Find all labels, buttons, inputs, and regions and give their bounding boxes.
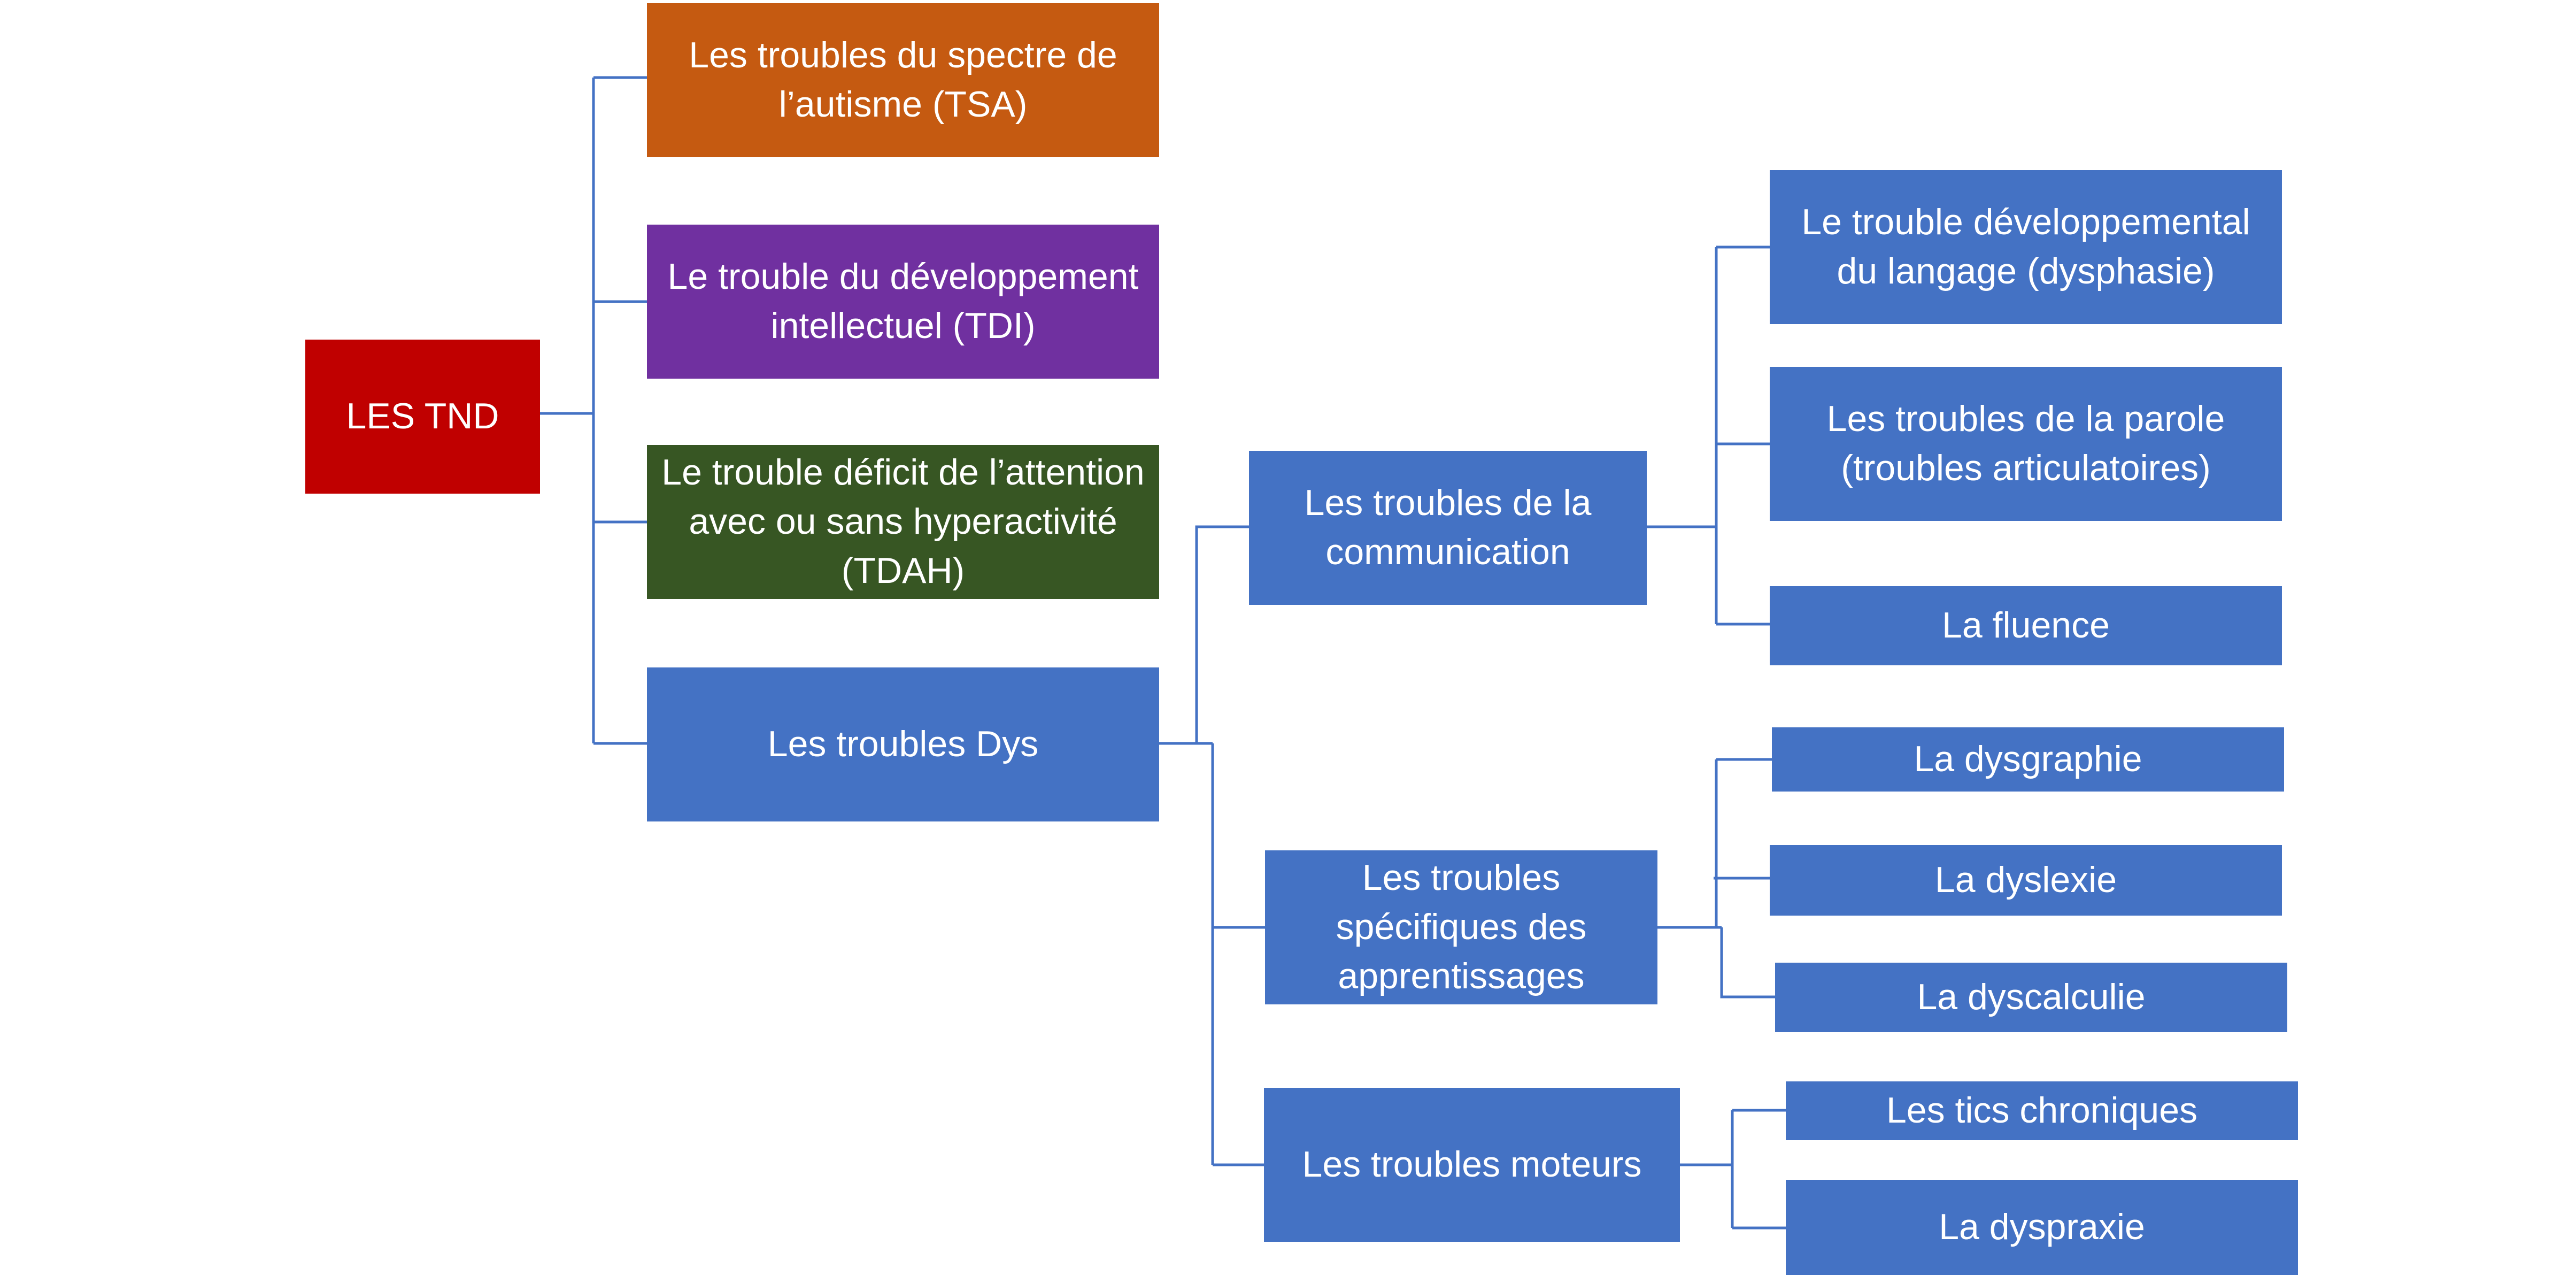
node-dyspraxie: La dyspraxie [1786,1180,2298,1275]
node-tdi: Le trouble du développement intellectuel… [647,225,1159,379]
node-dyslexie: La dyslexie [1770,845,2282,916]
node-communication: Les troubles de la communication [1249,451,1647,605]
node-apprentissages: Les troubles spécifiques des apprentissa… [1265,850,1657,1004]
connector-moteurs [1680,1109,1786,1230]
node-parole: Les troubles de la parole (troubles arti… [1770,367,2282,521]
node-dyscalculie: La dyscalculie [1775,963,2287,1032]
node-tsa: Les troubles du spectre de l’autisme (TS… [647,3,1159,157]
root-node: LES TND [305,340,540,494]
node-tics: Les tics chroniques [1786,1081,2298,1140]
node-dysgraphie: La dysgraphie [1772,727,2284,792]
connector-root [540,76,647,745]
node-tdah: Le trouble déficit de l’attention avec o… [647,445,1159,599]
node-dys: Les troubles Dys [647,667,1159,821]
connector-dys [1159,525,1265,1166]
node-dysphasie: Le trouble développemental du langage (d… [1770,170,2282,324]
node-fluence: La fluence [1770,586,2282,665]
connector-communication [1647,245,1770,626]
connector-apprentissages [1657,758,1775,999]
node-moteurs: Les troubles moteurs [1264,1088,1680,1242]
